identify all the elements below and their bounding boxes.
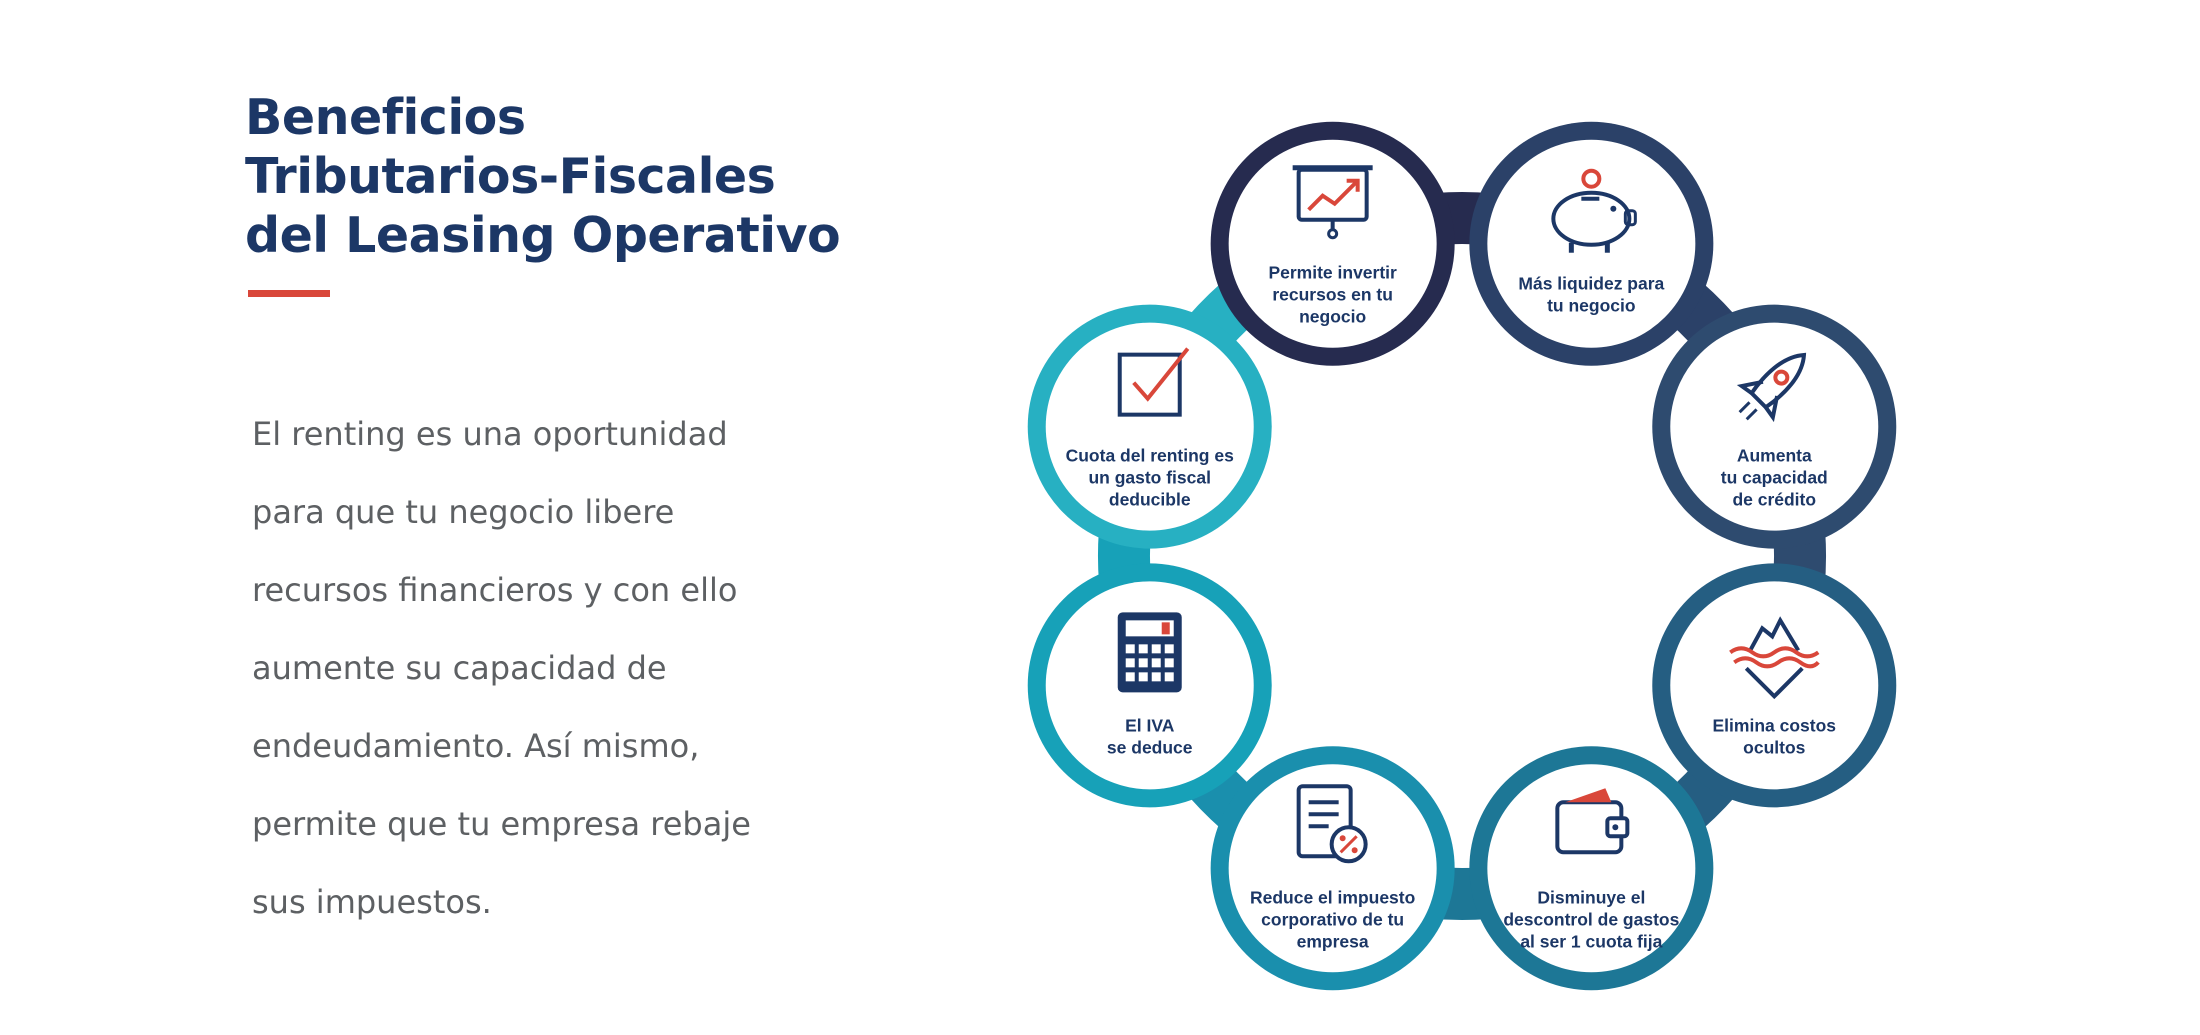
node-face <box>1487 764 1696 973</box>
calculator-icon <box>1117 612 1182 693</box>
node-face <box>1670 581 1879 790</box>
presentation-chart-icon <box>1292 165 1373 240</box>
cycle-connectors <box>1098 192 1826 921</box>
title-accent-bar <box>248 290 330 297</box>
page-title: Beneficios Tributarios-Fiscales del Leas… <box>245 88 841 265</box>
node-face <box>1045 322 1254 531</box>
node-label-line: recursos en tu <box>1272 285 1393 305</box>
wallet-icon <box>1555 788 1630 855</box>
paragraph-line: sus impuestos. <box>252 883 492 921</box>
node-label-line: de crédito <box>1732 490 1816 510</box>
node-label-line: empresa <box>1297 931 1369 951</box>
node-face <box>1228 764 1437 973</box>
title-line-1: Beneficios <box>245 89 526 146</box>
checkbox-icon <box>1117 347 1190 417</box>
intro-paragraph: El renting es una oportunidad para que t… <box>252 395 812 941</box>
node-label-line: corporativo de tu <box>1261 909 1404 929</box>
node-face <box>1670 322 1879 531</box>
title-line-3: del Leasing Operativo <box>245 207 841 264</box>
node-label-line: Cuota del renting es <box>1066 446 1234 466</box>
node-label-line: un gasto fiscal <box>1088 468 1211 488</box>
document-percent-icon <box>1296 784 1368 864</box>
node-label-line: tu capacidad <box>1721 468 1828 488</box>
node-label-line: El IVA <box>1125 715 1175 735</box>
node-label-line: se deduce <box>1107 737 1193 757</box>
node-label-line: ocultos <box>1743 737 1805 757</box>
node-label-line: al ser 1 cuota fija <box>1520 931 1662 951</box>
node-label-line: Permite invertir <box>1268 263 1397 283</box>
node-label-line: Disminuye el <box>1537 887 1645 907</box>
piggy-bank-icon <box>1551 168 1637 253</box>
iceberg-icon <box>1729 616 1820 700</box>
node-label-line: descontrol de gastos <box>1503 909 1679 929</box>
node-label-line: Aumenta <box>1737 446 1812 466</box>
node-label-line: Reduce el impuesto <box>1250 887 1415 907</box>
paragraph-line: para que tu negocio libere <box>252 493 675 531</box>
paragraph-line: permite que tu empresa rebaje <box>252 805 751 843</box>
paragraph-line: El renting es una oportunidad <box>252 415 728 453</box>
node-label-line: Elimina costos <box>1713 715 1837 735</box>
node-label-line: negocio <box>1299 307 1366 327</box>
node-label-line: tu negocio <box>1547 296 1635 316</box>
paragraph-line: endeudamiento. Así mismo, <box>252 727 700 765</box>
node-label-line: deducible <box>1109 490 1191 510</box>
node-face <box>1228 139 1437 348</box>
paragraph-line: aumente su capacidad de <box>252 649 667 687</box>
node-label-line: Más liquidez para <box>1518 274 1664 294</box>
rocket-icon <box>1736 352 1807 423</box>
title-line-2: Tributarios-Fiscales <box>245 148 776 205</box>
paragraph-line: recursos financieros y con ello <box>252 571 738 609</box>
